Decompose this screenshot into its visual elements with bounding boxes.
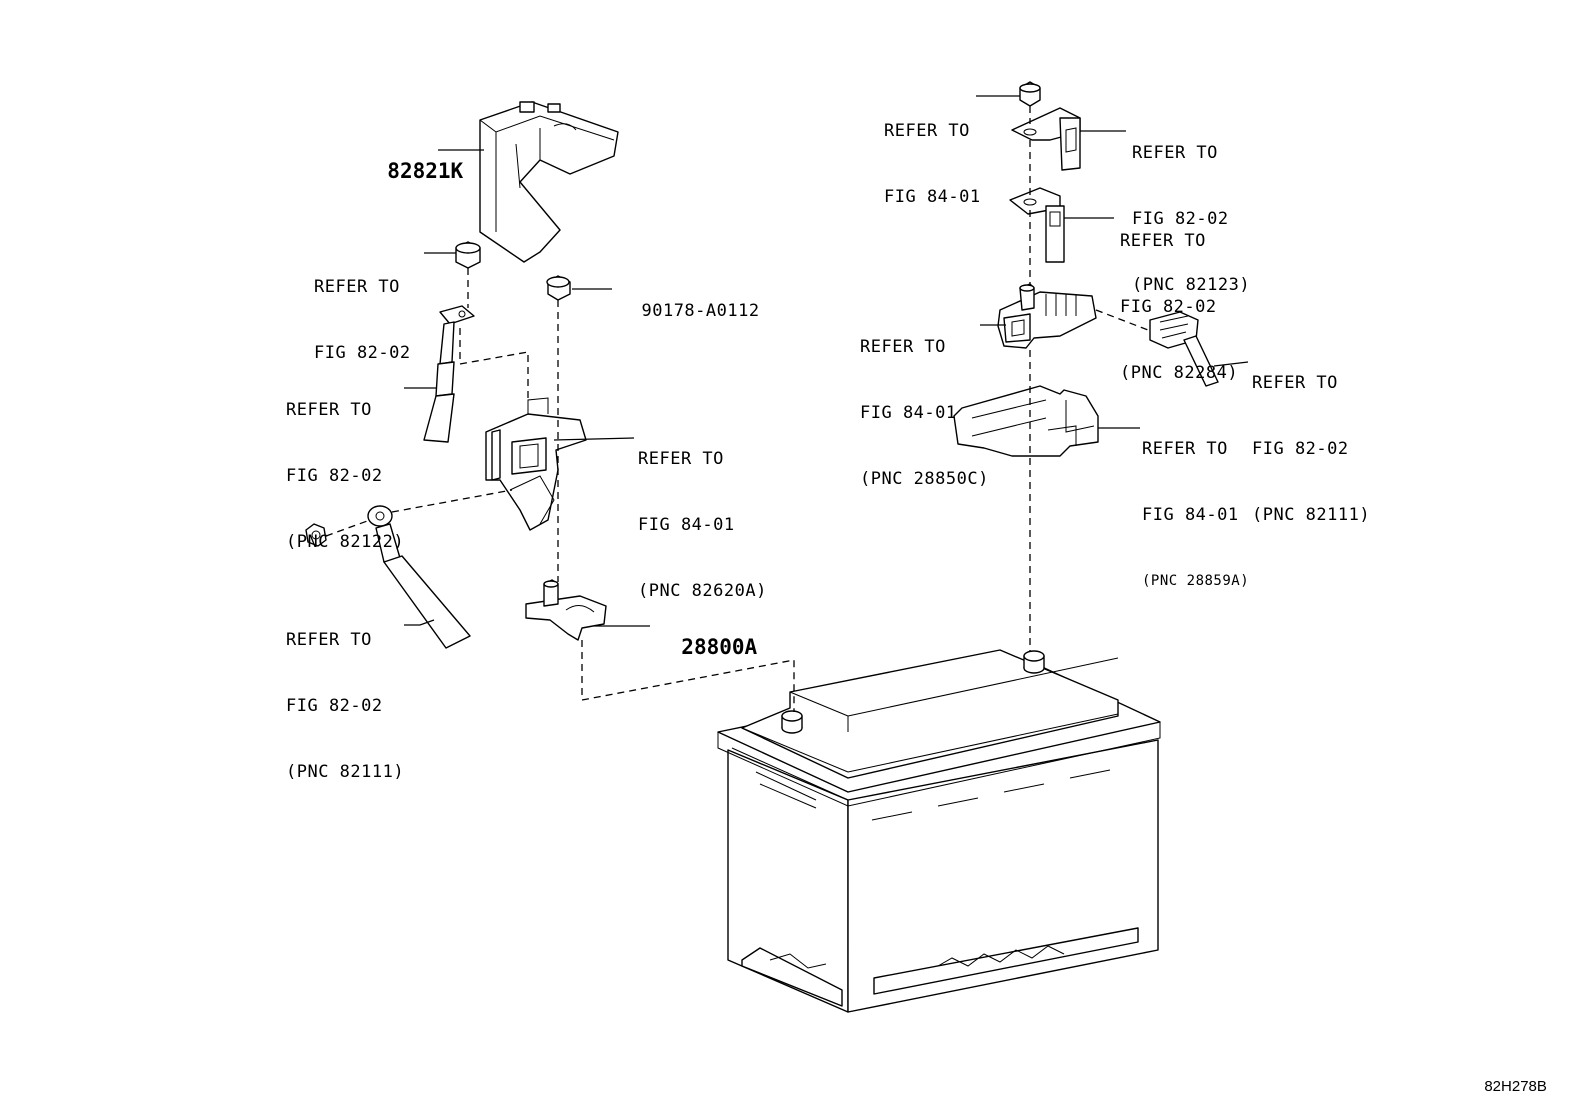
label-90178-a0112: 90178-A0112 [641,301,760,321]
fusible-link-82620a [485,397,587,531]
label-cable-82111-left: REFER TO FIG 82-02 (PNC 82111) [286,630,405,782]
nut-90178 [546,275,571,301]
cable-82122 [423,305,475,443]
label-28800a: 28800A [681,635,758,659]
label-terminal-82284: REFER TO FIG 82-02 (PNC 82284) [1120,231,1239,383]
label-terminal-82123: REFER TO FIG 82-02 (PNC 82123) [1132,143,1251,295]
label-bracket-28859a: REFER TO FIG 84-01 (PNC 28859A) [1142,439,1250,589]
nut-left-lower [305,523,327,547]
label-sensor-28850c: REFER TO FIG 84-01 (PNC 28850C) [860,337,989,489]
terminal-clamp-28800a [525,579,607,641]
nut-right-upper [1019,81,1041,107]
label-nut-right: REFER TO FIG 84-01 [884,121,981,207]
terminal-82284 [1009,187,1065,263]
battery-illustration [717,649,1161,1013]
terminal-cover-82821k [479,101,619,263]
bracket-28859a [953,385,1099,457]
leader-lines [404,95,1249,627]
connector-82111-right [1149,311,1219,387]
alignment-lines [325,106,1149,712]
label-nut-left: REFER TO FIG 82-02 [314,277,411,363]
cable-82111-left [367,505,471,649]
current-sensor-28850c [997,283,1097,349]
label-connector-82111-right: REFER TO FIG 82-02 (PNC 82111) [1252,373,1371,525]
label-cable-82122: REFER TO FIG 82-02 (PNC 82122) [286,400,405,552]
nut-left-upper [455,241,481,269]
label-fuse-82620a: REFER TO FIG 84-01 (PNC 82620A) [638,449,767,601]
label-82821k: 82821K [387,159,464,183]
terminal-82123 [1011,107,1081,171]
diagram-code: 82H278B [1484,1078,1547,1095]
